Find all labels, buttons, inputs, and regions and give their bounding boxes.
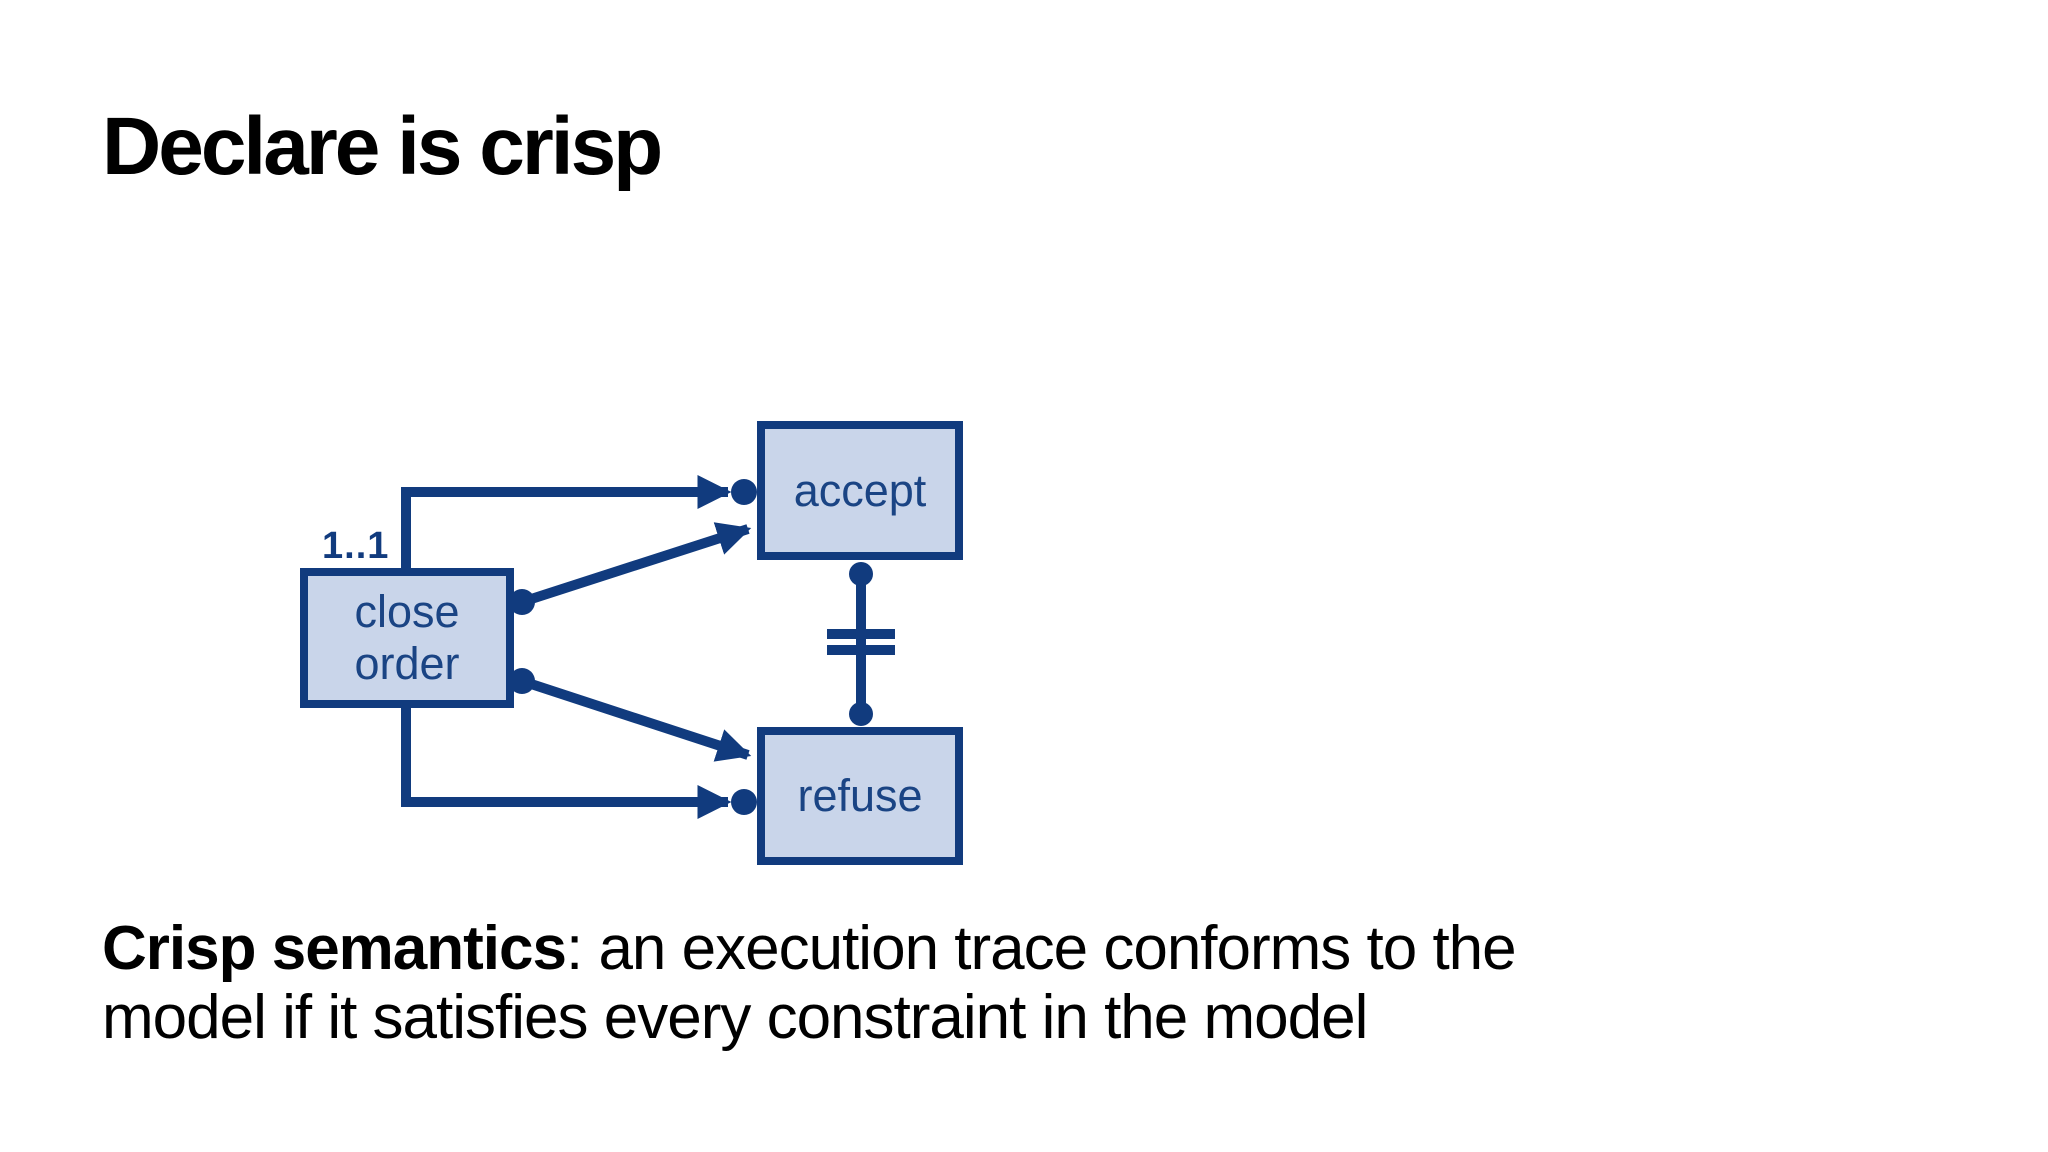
activity-close-order-label: close order	[354, 586, 460, 689]
slide-title: Declare is crisp	[102, 101, 663, 192]
activity-refuse: refuse	[757, 727, 963, 865]
not-coexistence-ball-refuse	[849, 702, 873, 726]
precedence-accept-target-ball	[731, 479, 757, 505]
activity-close-order: close order	[300, 568, 514, 708]
not-coexistence-ball-accept	[849, 562, 873, 586]
activity-accept: accept	[757, 421, 963, 560]
negation-bar-top	[827, 629, 895, 639]
crisp-semantics-definition: Crisp semantics: an execution trace conf…	[102, 914, 1517, 1052]
precedence-accept-line	[401, 474, 732, 572]
constraint-response-close-order-accept	[509, 522, 752, 615]
activity-refuse-label: refuse	[797, 770, 923, 821]
definition-line-2: model if it satisfies every constraint i…	[102, 983, 1368, 1052]
constraint-precedence-close-order-accept	[401, 474, 757, 572]
definition-lead-bold: Crisp semantics	[102, 914, 567, 983]
definition-line-1: Crisp semantics: an execution trace conf…	[102, 914, 1517, 983]
definition-line-1-rest: : an execution trace conforms to the	[566, 914, 1517, 983]
constraint-precedence-close-order-refuse	[401, 704, 757, 820]
response-accept-source-ball	[509, 589, 535, 615]
response-refuse-line	[520, 676, 752, 762]
response-accept-line	[520, 522, 752, 607]
constraint-response-close-order-refuse	[509, 668, 752, 762]
negation-bar-bottom	[827, 645, 895, 655]
cardinality-label: 1..1	[322, 525, 390, 567]
precedence-refuse-target-ball	[731, 789, 757, 815]
constraint-not-coexistence-accept-refuse	[827, 562, 895, 726]
precedence-refuse-line	[401, 704, 732, 820]
response-refuse-source-ball	[509, 668, 535, 694]
activity-accept-label: accept	[793, 464, 927, 516]
